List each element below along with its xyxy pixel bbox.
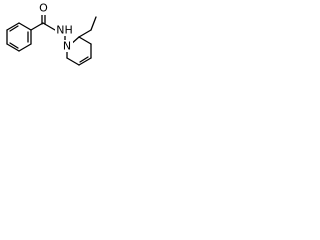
bond	[90, 16, 97, 31]
chemical-structure: O NH N	[6, 2, 97, 66]
bond	[6, 43, 20, 52]
atom-mask	[61, 40, 73, 52]
bond	[18, 43, 32, 52]
bond	[78, 29, 92, 38]
oxygen-label: O	[39, 2, 48, 15]
atom-mask	[55, 24, 74, 36]
bond	[42, 22, 56, 31]
ethyl-group	[78, 16, 97, 38]
bond	[78, 57, 92, 66]
bond	[18, 22, 32, 31]
double-bond-inner	[79, 56, 89, 63]
benzene-ring	[6, 22, 32, 52]
double-bond-inner	[9, 42, 19, 49]
ring-nitrogen-label: N	[63, 40, 71, 53]
bond	[66, 57, 80, 66]
bond	[6, 22, 20, 31]
atom-mask	[37, 3, 50, 15]
bond	[78, 36, 92, 45]
bond	[30, 22, 44, 31]
double-bond-inner	[9, 25, 19, 32]
amide-nh-label: NH	[56, 24, 73, 37]
